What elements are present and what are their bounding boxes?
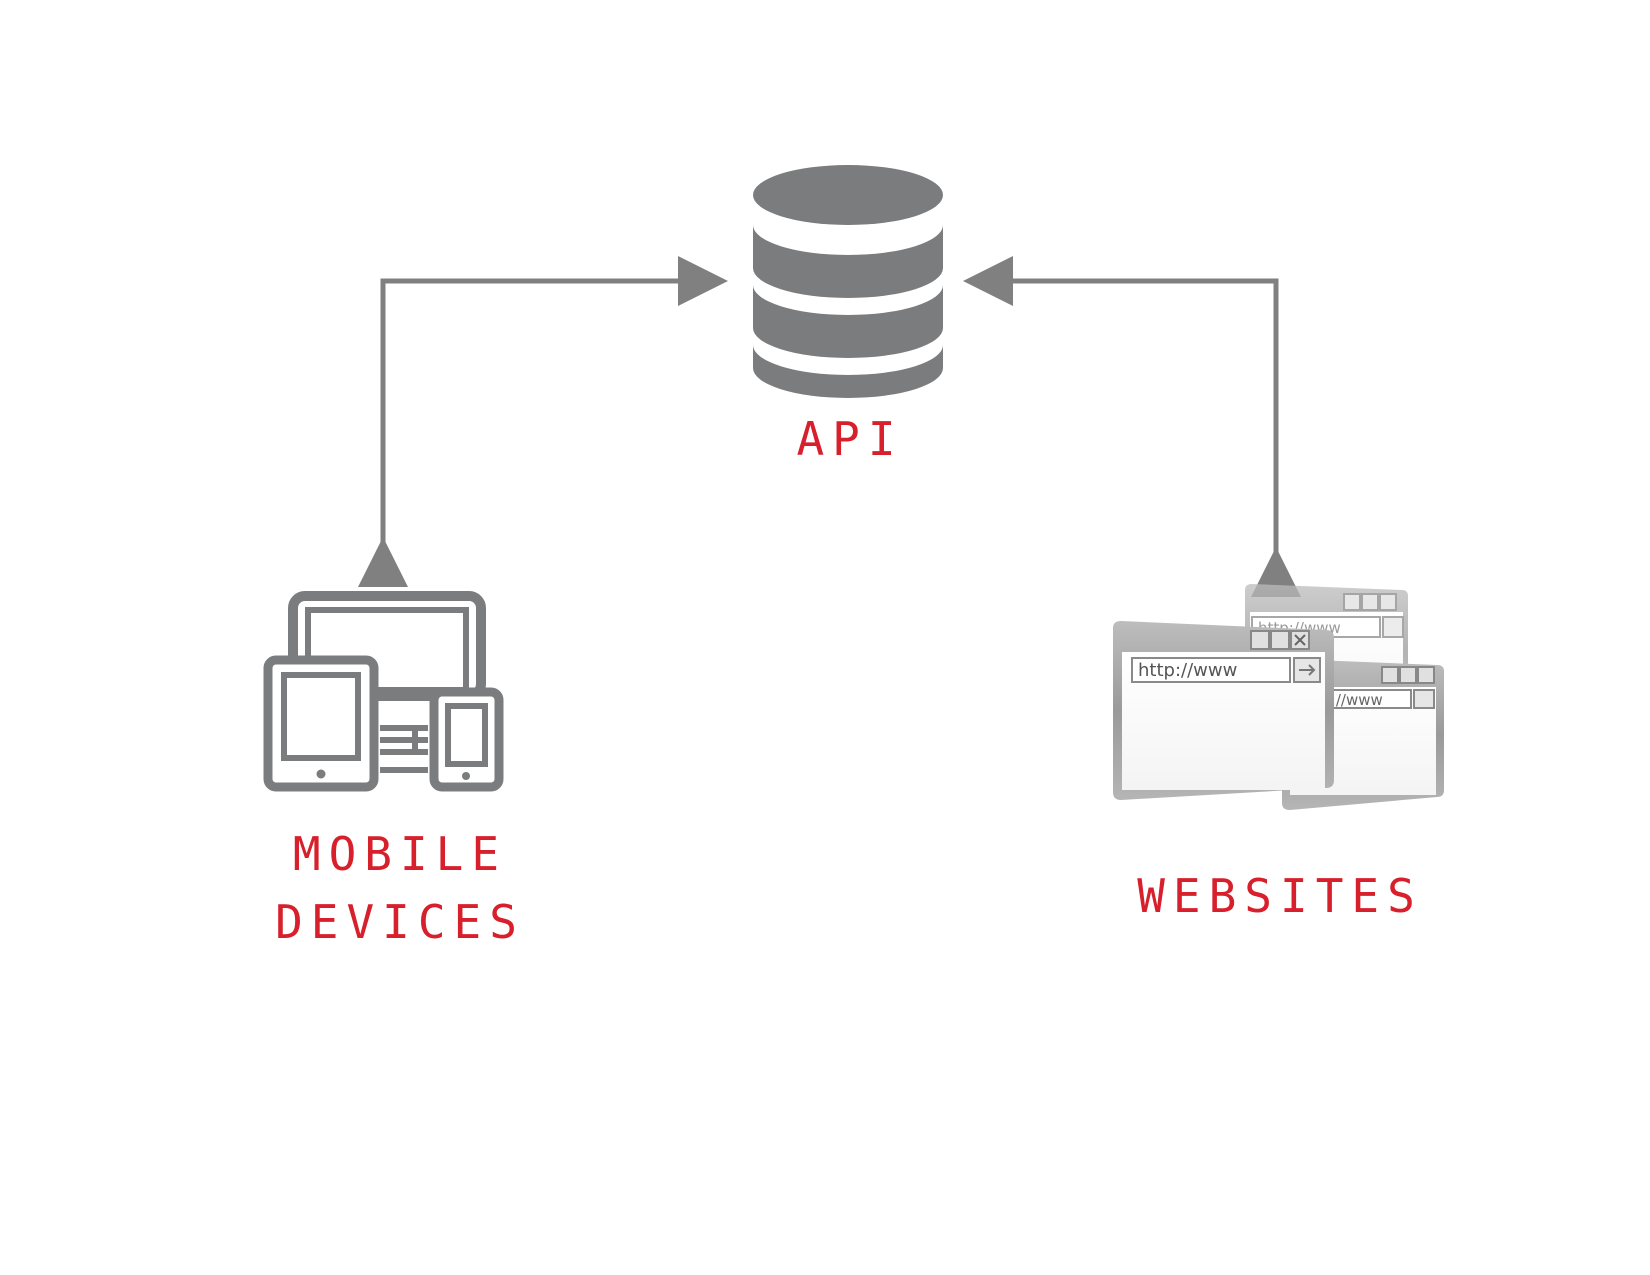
devices-icon [263, 591, 504, 792]
stand-icon [380, 725, 428, 773]
browser-windows-icon: http://www http://www http://www [1113, 584, 1444, 810]
browser-front-url: http://www [1138, 660, 1237, 681]
api-label: API [796, 412, 904, 466]
arrow-api-mobile [358, 256, 728, 587]
browser-window-front: http://www [1113, 621, 1334, 800]
arrow-api-websites [963, 256, 1301, 597]
laptop-inner-border [305, 607, 469, 693]
laptop-outline [288, 591, 486, 701]
database-icon [753, 165, 943, 398]
mobile-label-line2: DEVICES [275, 895, 525, 949]
mobile-label-line1: MOBILE [292, 827, 508, 881]
websites-label: WEBSITES [1137, 869, 1423, 923]
mobile-devices-label: MOBILE DEVICES [255, 820, 545, 956]
